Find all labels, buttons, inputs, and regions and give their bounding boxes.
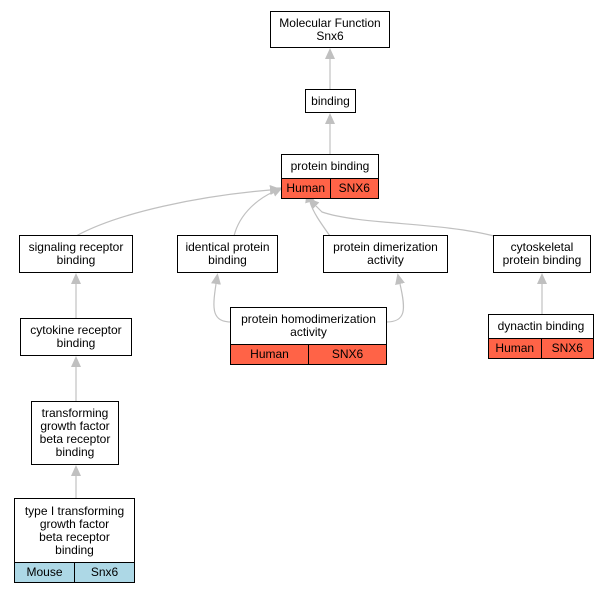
gene-tag: SNX6 [329,179,378,198]
node-label-line: identical protein [185,240,270,254]
edge-signaling-to-protein-binding [75,185,281,237]
node-dynactin-binding[interactable]: dynactin binding Human SNX6 [488,314,594,359]
node-protein-binding[interactable]: protein binding Human SNX6 [281,154,379,199]
node-label-line: beta receptor [39,432,111,446]
node-label: transforming growth factor beta receptor… [32,402,118,464]
node-label-line: protein binding [502,253,582,267]
node-label: signaling receptor binding [20,236,132,272]
node-label-line: binding [55,542,94,557]
edge-dimerization-to-protein-binding [305,191,331,237]
node-label: protein homodimerization activity [231,308,386,344]
node-label-line: binding [56,253,96,267]
node-label-line: type I transforming [24,503,125,518]
node-label-line: binding [311,93,350,108]
node-binding[interactable]: binding [305,89,356,113]
edge-homodimer-to-identical [211,273,233,323]
node-protein-dimerization-activity[interactable]: protein dimerization activity [323,235,448,273]
node-label: protein dimerization activity [324,236,447,272]
node-label-line: signaling receptor [28,240,124,254]
node-label-line: binding [55,445,95,459]
node-tags: Human SNX6 [489,338,593,358]
node-label-line: protein binding [290,159,370,173]
node-label-line: protein homodimerization [241,312,376,326]
species-tag: Human [489,339,541,358]
node-label-line: binding [208,253,247,267]
edge-homodimer-to-dimerization [385,273,405,323]
node-label: cytokine receptor binding [21,319,131,355]
node-label-line: beta receptor [39,529,110,544]
species-tag: Human [231,345,308,364]
node-tags: Human SNX6 [231,344,386,364]
edge-cytoskeletal-to-protein-binding [308,198,495,237]
node-tags: Mouse Snx6 [15,562,134,582]
node-label: Molecular Function Snx6 [271,12,389,47]
node-molecular-function-root[interactable]: Molecular Function Snx6 [270,11,390,48]
node-cytoskeletal-protein-binding[interactable]: cytoskeletal protein binding [493,235,591,273]
node-label-line: protein dimerization [333,240,438,254]
node-label-line: growth factor [40,419,110,433]
gene-tag: SNX6 [540,339,593,358]
node-label-line: transforming [41,406,109,420]
node-cytokine-receptor-binding[interactable]: cytokine receptor binding [20,318,132,356]
node-label: protein binding [282,155,378,178]
node-label-line: activity [290,325,327,339]
node-label-line: activity [367,253,404,267]
node-label: cytoskeletal protein binding [494,236,590,272]
node-label: binding [306,90,355,112]
node-label-line: binding [56,336,96,350]
edge-identical-to-protein-binding [233,187,283,237]
node-tags: Human SNX6 [282,178,378,198]
node-label-line: cytoskeletal [510,240,574,254]
species-tag: Human [282,179,330,198]
node-label-line: Molecular Function [279,15,381,30]
node-label-line: cytokine receptor [30,323,122,337]
node-label: identical protein binding [178,236,277,272]
gene-tag: Snx6 [74,563,134,582]
node-type1-tgf-beta-receptor-binding[interactable]: type I transforming growth factor beta r… [14,498,135,583]
node-label-line: growth factor [39,516,110,531]
node-label-line: dynactin binding [497,319,585,333]
node-tgf-beta-receptor-binding[interactable]: transforming growth factor beta receptor… [31,401,119,465]
node-label-line: Snx6 [316,28,344,43]
node-signaling-receptor-binding[interactable]: signaling receptor binding [19,235,133,273]
species-tag: Mouse [15,563,74,582]
node-label: type I transforming growth factor beta r… [15,499,134,562]
node-identical-protein-binding[interactable]: identical protein binding [177,235,278,273]
gene-tag: SNX6 [308,345,386,364]
node-protein-homodimerization-activity[interactable]: protein homodimerization activity Human … [230,307,387,365]
node-label: dynactin binding [489,315,593,338]
